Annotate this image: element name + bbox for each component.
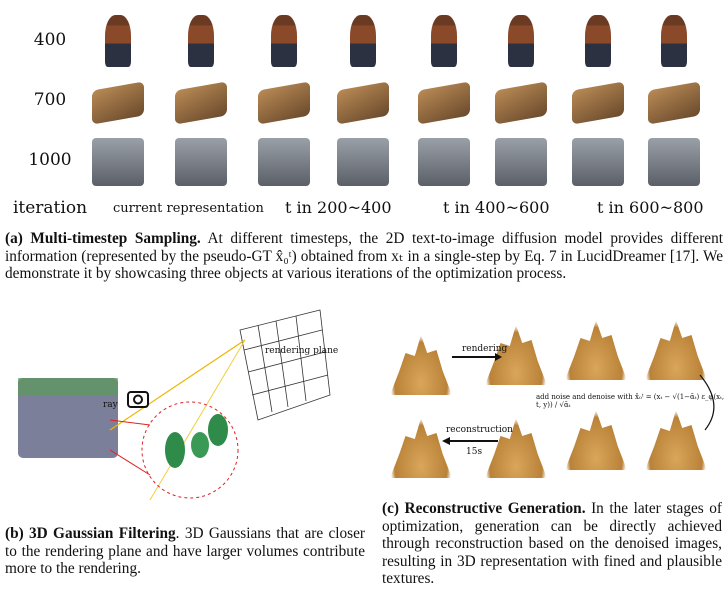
- caption-b-text: . 3D Gaussians that are closer to the re…: [5, 525, 365, 577]
- person-image: [508, 15, 534, 67]
- bench-image: [258, 81, 310, 125]
- stove-image: [418, 138, 470, 186]
- row-label-400: 400: [33, 30, 67, 50]
- caption-a-label: (a) Multi-timestep Sampling.: [5, 230, 201, 247]
- gaussian-filtering-diagram: [18, 309, 331, 501]
- person-image: [350, 15, 376, 67]
- time-label: 15s: [466, 447, 483, 457]
- person-image: [105, 15, 131, 67]
- bench-image: [648, 81, 700, 125]
- person-image: [188, 15, 214, 67]
- row-label-1000: 1000: [28, 150, 72, 170]
- stove-image: [92, 138, 144, 186]
- bench-image: [418, 81, 470, 125]
- stove-render: [18, 378, 118, 458]
- camera-icon: [127, 391, 149, 408]
- noise-formula: add noise and denoise with x̂₀ᵗ = (xₜ − …: [536, 393, 725, 409]
- zoom-circle: [141, 401, 239, 499]
- stove-image: [495, 138, 547, 186]
- col-label-400-600: t in 400~600: [443, 198, 550, 217]
- person-image: [271, 15, 297, 67]
- col-label-600-800: t in 600~800: [597, 198, 704, 217]
- caption-c-label: (c) Reconstructive Generation.: [382, 500, 586, 517]
- row-label-iteration: iteration: [12, 198, 88, 218]
- gaussian: [165, 432, 185, 468]
- col-label-current: current representation: [113, 201, 264, 216]
- caption-c-text: In the later stages of optimization, gen…: [382, 500, 722, 587]
- stove-image: [175, 138, 227, 186]
- caption-c: (c) Reconstructive Generation. In the la…: [382, 500, 722, 588]
- bench-image: [337, 81, 389, 125]
- ray-line: [109, 339, 246, 431]
- arrows: [442, 353, 715, 445]
- caption-b-label: (b) 3D Gaussian Filtering: [5, 525, 176, 542]
- caption-a: (a) Multi-timestep Sampling. At differen…: [5, 230, 723, 283]
- stove-image: [258, 138, 310, 186]
- col-label-200-400: t in 200~400: [285, 198, 392, 217]
- person-image: [661, 15, 687, 67]
- person-image: [585, 15, 611, 67]
- rendering-plane: [239, 309, 331, 421]
- stove-image: [572, 138, 624, 186]
- bench-image: [495, 81, 547, 125]
- bench-image: [572, 81, 624, 125]
- stove-image: [648, 138, 700, 186]
- axis-line: [149, 339, 246, 501]
- rendering-plane-label: rendering plane: [265, 346, 339, 356]
- reconstruction-label: reconstruction: [446, 425, 513, 435]
- row-label-700: 700: [33, 90, 67, 110]
- bench-image: [175, 81, 227, 125]
- bench-image: [92, 81, 144, 125]
- ray-label: ray: [103, 400, 118, 410]
- denoise-arrow: [699, 374, 715, 431]
- stove-image: [337, 138, 389, 186]
- caption-b: (b) 3D Gaussian Filtering. 3D Gaussians …: [5, 525, 365, 578]
- caption-a-text: At different timesteps, the 2D text-to-i…: [5, 230, 723, 282]
- person-image: [431, 15, 457, 67]
- rendering-label: rendering: [462, 344, 508, 354]
